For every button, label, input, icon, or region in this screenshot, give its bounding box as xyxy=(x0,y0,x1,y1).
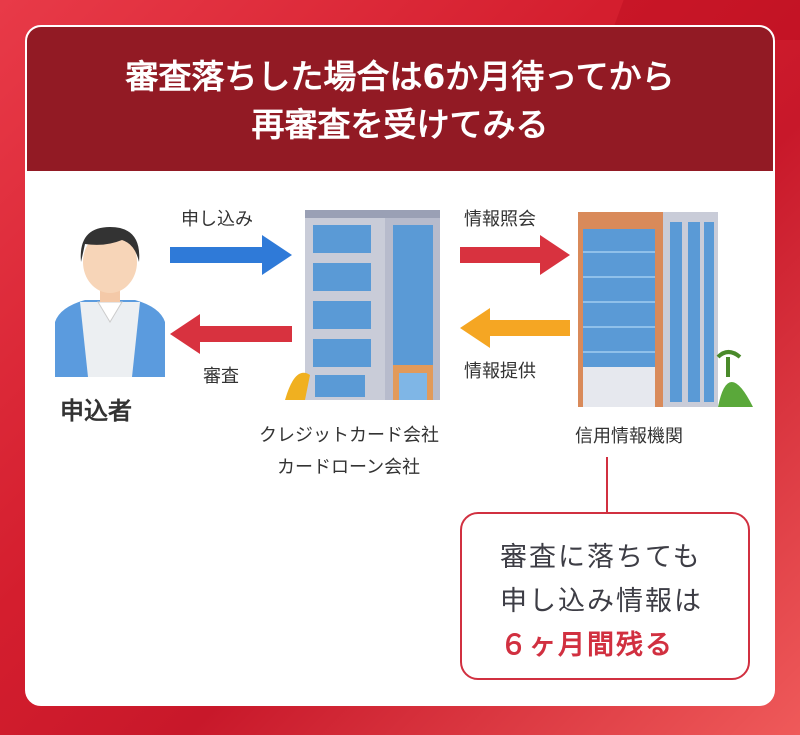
inquiry-label: 情報照会 xyxy=(464,209,536,230)
title-line-2: 再審査を受けてみる xyxy=(251,105,549,144)
provide-arrow-icon xyxy=(460,308,570,348)
company-label-1: クレジットカード会社 xyxy=(259,425,439,446)
credit-bureau-building-icon xyxy=(578,212,753,407)
company-building-icon xyxy=(285,210,440,400)
apply-arrow-icon xyxy=(170,235,292,275)
header-banner: 審査落ちした場合は6か月待ってから 再審査を受けてみる xyxy=(27,27,773,171)
bureau-label: 信用情報機関 xyxy=(575,426,683,447)
provide-label: 情報提供 xyxy=(464,361,536,382)
callout-line-3-highlight: ６ヶ月間残る xyxy=(500,630,674,661)
title-line-1: 審査落ちした場合は6か月待ってから xyxy=(125,57,675,96)
review-arrow-icon xyxy=(170,314,292,354)
company-label-2: カードローン会社 xyxy=(277,457,421,478)
callout-line-1: 審査に落ちても xyxy=(500,542,702,573)
infographic-card: 審査落ちした場合は6か月待ってから 再審査を受けてみる 申込者 申し込み 審査 … xyxy=(25,25,775,706)
callout-line-2: 申し込み情報は xyxy=(500,586,703,617)
inquiry-arrow-icon xyxy=(460,235,570,275)
review-label: 審査 xyxy=(203,366,239,387)
applicant-person-icon xyxy=(55,227,165,377)
callout-connector-line xyxy=(606,457,608,513)
apply-label: 申し込み xyxy=(181,209,253,230)
applicant-label: 申込者 xyxy=(60,397,132,425)
callout-box: 審査に落ちても 申し込み情報は ６ヶ月間残る xyxy=(460,512,750,680)
